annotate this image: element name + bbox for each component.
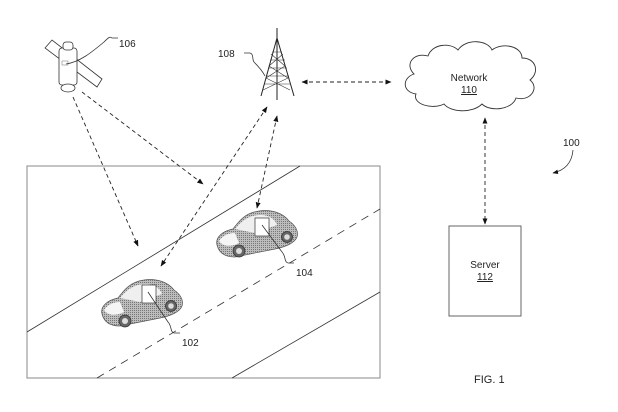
- ref-100: 100: [563, 138, 580, 149]
- server-rect: [448, 225, 522, 317]
- satellite-detail: [61, 60, 69, 66]
- road-edge-lower: [231, 291, 381, 379]
- satellite-body: [58, 47, 78, 86]
- tower-vehicle-104-link: [255, 115, 279, 209]
- tower-leg-left: [260, 37, 278, 97]
- satellite-dish: [60, 83, 76, 93]
- ref-102: 102: [182, 338, 199, 349]
- leader-108: [244, 52, 266, 77]
- tower-lattice: [262, 51, 291, 91]
- satellite-icon: [44, 39, 103, 93]
- leader-104: [261, 224, 294, 264]
- road-scene: [26, 165, 381, 379]
- ref-108: 108: [218, 49, 235, 60]
- satellite-top: [62, 41, 74, 51]
- car-hubcap-rear: [284, 234, 290, 240]
- connections: [72, 79, 488, 267]
- server-box: Server 112: [448, 225, 522, 317]
- tower-vehicle-102-link: [160, 106, 268, 267]
- satellite-to-vehicle-102: [72, 96, 139, 247]
- car-hubcap-rear: [168, 303, 174, 309]
- figure-caption: FIG. 1: [474, 374, 505, 386]
- vehicle-104: [216, 210, 298, 258]
- network-label: Network: [451, 73, 489, 84]
- car-hubcap-front: [122, 318, 128, 324]
- server-label: Server: [470, 260, 500, 271]
- leader-102: [147, 291, 180, 334]
- tower-leg-right: [276, 37, 295, 97]
- reference-labels: 106 108 104 102 100: [65, 36, 580, 349]
- network-ref: 110: [461, 85, 477, 96]
- ref-106: 106: [119, 39, 136, 50]
- car-hood-highlight: [104, 302, 124, 315]
- leader-100: [552, 149, 574, 175]
- scene-frame: [26, 165, 381, 379]
- vehicle-102: [101, 279, 183, 328]
- ref-104: 104: [296, 268, 313, 279]
- car-hubcap-front: [236, 248, 242, 254]
- satellite-to-road: [81, 91, 204, 185]
- server-ref: 112: [477, 272, 493, 283]
- leader-106: [65, 36, 118, 65]
- cell-tower-icon: [260, 28, 295, 100]
- cloud-shape: [404, 41, 536, 112]
- network-cloud: Network 110: [404, 41, 536, 112]
- device-box-104: [254, 217, 270, 237]
